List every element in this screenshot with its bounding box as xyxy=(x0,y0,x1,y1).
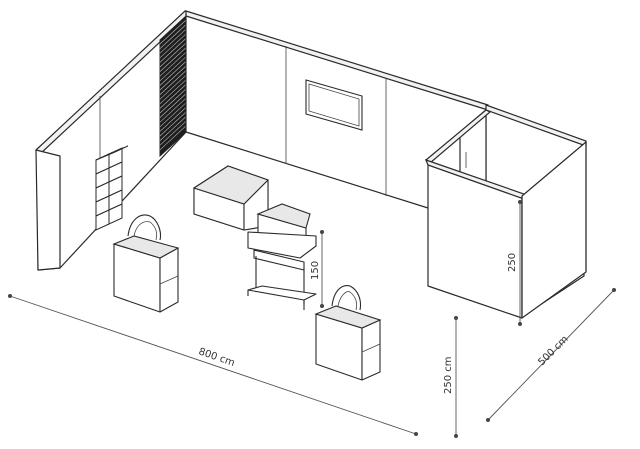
dimension-height: 250 cm xyxy=(443,316,458,438)
slat-line xyxy=(159,111,187,137)
depth-label: 500 cm xyxy=(536,334,570,368)
counter-right xyxy=(314,305,382,381)
slat-line xyxy=(159,97,187,123)
slat-line xyxy=(159,51,187,77)
slatwall-panel xyxy=(159,14,187,158)
display-rack xyxy=(247,203,317,310)
slat-line xyxy=(159,47,187,72)
dimension-shelf-height: 150 xyxy=(310,230,324,308)
shelf-cube xyxy=(108,203,123,225)
slat-line xyxy=(159,107,187,132)
slat-line xyxy=(159,116,187,141)
slat-line xyxy=(159,24,187,49)
slat-line xyxy=(159,19,187,45)
slat-line xyxy=(159,70,187,95)
slat-line xyxy=(159,33,187,59)
picture-frame xyxy=(305,79,363,131)
slat-line xyxy=(159,61,187,86)
shelf-height-label: 150 xyxy=(310,261,321,280)
slat-line xyxy=(159,84,187,109)
display-table xyxy=(192,165,270,231)
slat-line xyxy=(159,93,187,118)
dimension-cabin-height: 250 xyxy=(507,200,522,326)
slat-line xyxy=(159,42,187,68)
storage-cabin xyxy=(424,104,587,319)
slat-line xyxy=(159,38,187,63)
chair-left xyxy=(127,214,162,241)
slat-line xyxy=(159,102,187,128)
cabin-height-label: 250 xyxy=(507,253,518,272)
chair-right xyxy=(331,285,362,311)
slat-line xyxy=(159,125,187,151)
slat-line xyxy=(159,56,187,82)
slat-line xyxy=(159,74,187,100)
slat-line xyxy=(159,65,187,91)
width-label: 800 cm xyxy=(197,346,236,369)
slat-line xyxy=(159,28,187,54)
counter-left xyxy=(112,235,180,313)
slat-line xyxy=(159,120,187,146)
slat-line xyxy=(159,79,187,105)
height-label: 250 cm xyxy=(443,356,454,394)
shelf-top xyxy=(95,145,129,161)
slat-line xyxy=(159,88,187,114)
cube-shelf xyxy=(95,145,129,231)
